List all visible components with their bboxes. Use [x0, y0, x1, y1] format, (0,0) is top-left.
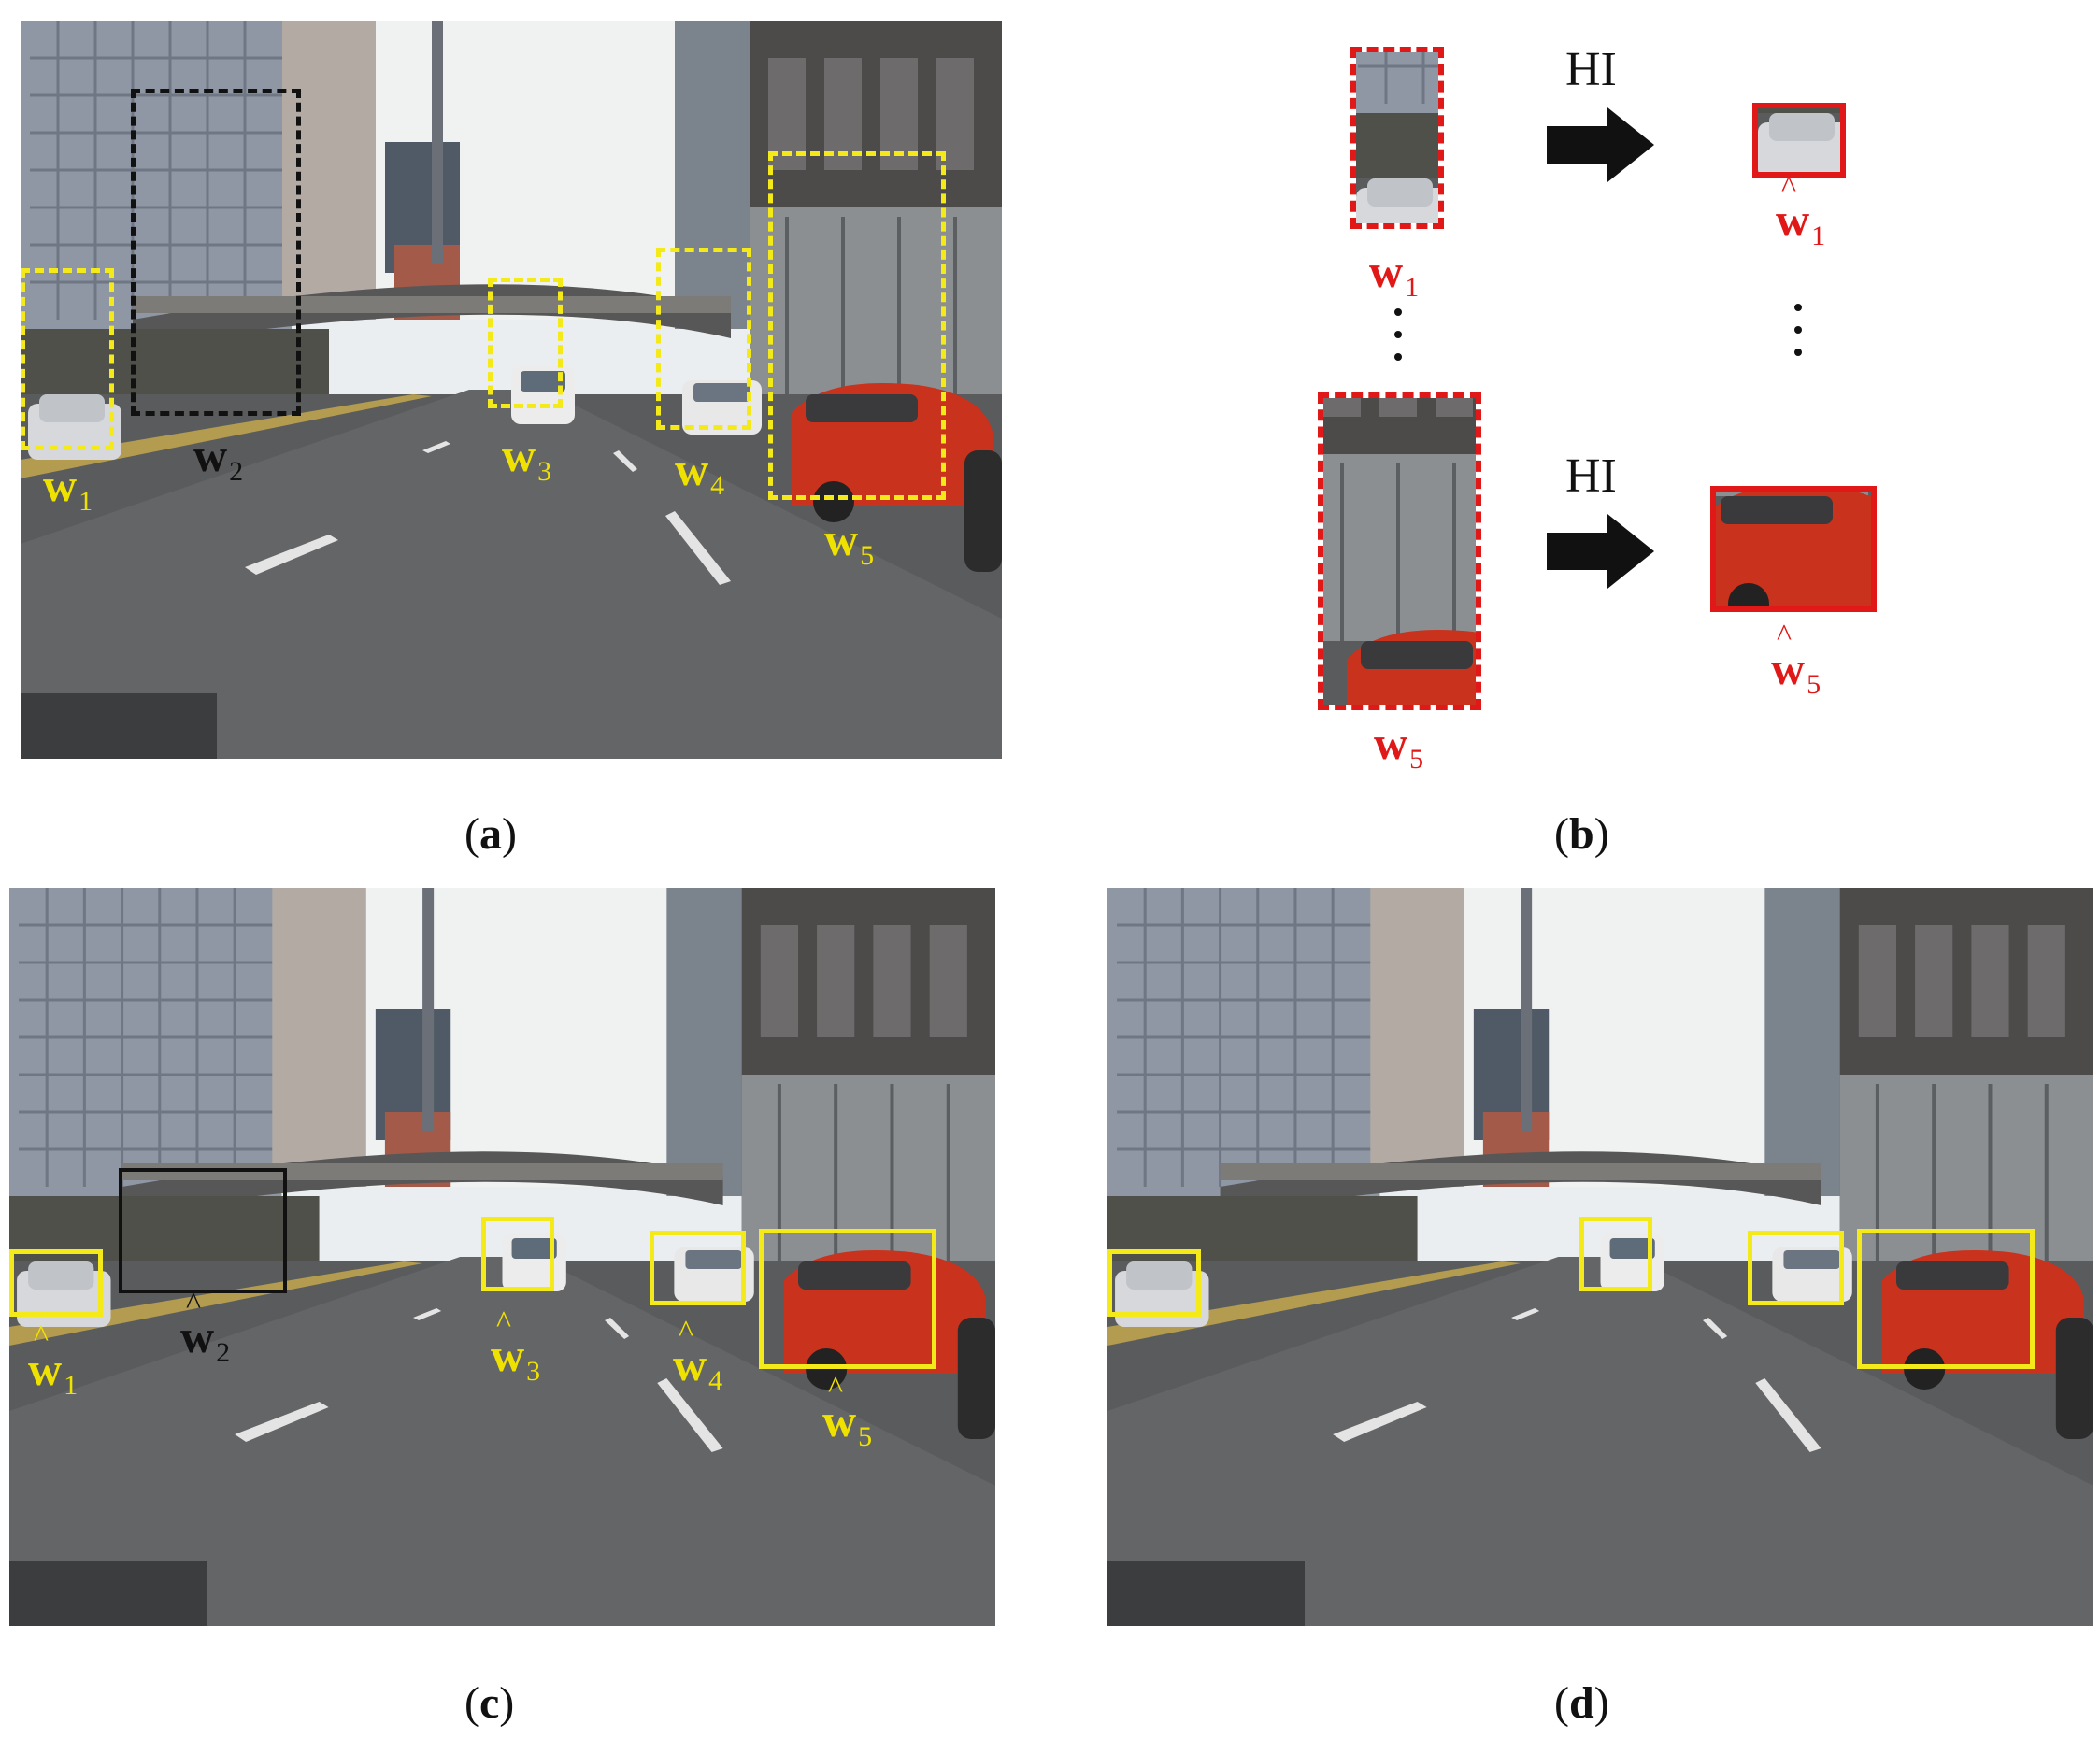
window-w5	[768, 151, 946, 500]
panel-b: w1 w5 HI HI w1 w5	[1047, 0, 2075, 785]
arrow-right-icon	[1547, 514, 1654, 589]
label-w3: w3	[502, 429, 552, 487]
label-w3-hat: w3	[491, 1307, 540, 1386]
result-w5	[1710, 486, 1877, 612]
result-w5-image	[1716, 492, 1871, 606]
label-w5-hat: w5	[822, 1373, 872, 1451]
final-detection-w4	[1748, 1231, 1844, 1305]
detection-w2	[119, 1168, 287, 1293]
label-w1: w1	[43, 459, 93, 517]
crop-w5	[1318, 392, 1481, 710]
final-detection-w3	[1579, 1217, 1652, 1291]
final-detection-w1	[1107, 1249, 1201, 1317]
caption-a: (a)	[464, 809, 517, 859]
label-w4: w4	[675, 443, 725, 501]
detection-w5	[759, 1229, 936, 1369]
crop-w1	[1350, 47, 1444, 229]
window-w1	[21, 268, 114, 450]
caption-b: (b)	[1554, 809, 1609, 859]
caption-c: (c)	[464, 1678, 515, 1728]
label-w2: w2	[193, 429, 244, 487]
window-w4	[656, 248, 751, 430]
final-detection-w5	[1857, 1229, 2035, 1369]
caption-d: (d)	[1554, 1678, 1609, 1728]
panel-c-image: w1 w2 w3 w4 w5	[9, 888, 995, 1626]
arrow-right-icon	[1547, 107, 1654, 182]
detection-w1	[9, 1249, 103, 1317]
operation-label-bottom: HI	[1565, 449, 1617, 503]
window-w3	[488, 278, 563, 408]
vertical-ellipsis-left	[1394, 308, 1404, 376]
crop-w1-image	[1356, 52, 1438, 223]
label-w5: w5	[824, 513, 875, 571]
panel-a-image: w1 w2 w3 w4 w5	[21, 21, 1002, 759]
vertical-ellipsis-right	[1794, 304, 1804, 371]
result-w5-label: w5	[1771, 620, 1821, 699]
panel-d-image	[1107, 888, 2093, 1626]
detection-w4	[650, 1231, 746, 1305]
window-w2	[131, 89, 301, 416]
crop-w1-label: w1	[1369, 245, 1420, 303]
crop-w5-image	[1323, 398, 1476, 705]
crop-w5-label: w5	[1374, 717, 1424, 775]
label-w2-hat: w2	[180, 1289, 230, 1367]
result-w1	[1752, 103, 1846, 178]
result-w1-image	[1758, 108, 1840, 172]
operation-label-top: HI	[1565, 43, 1617, 96]
label-w4-hat: w4	[673, 1317, 722, 1395]
detection-w3	[481, 1217, 554, 1291]
label-w1-hat: w1	[28, 1321, 78, 1400]
result-w1-label: w1	[1776, 172, 1825, 250]
